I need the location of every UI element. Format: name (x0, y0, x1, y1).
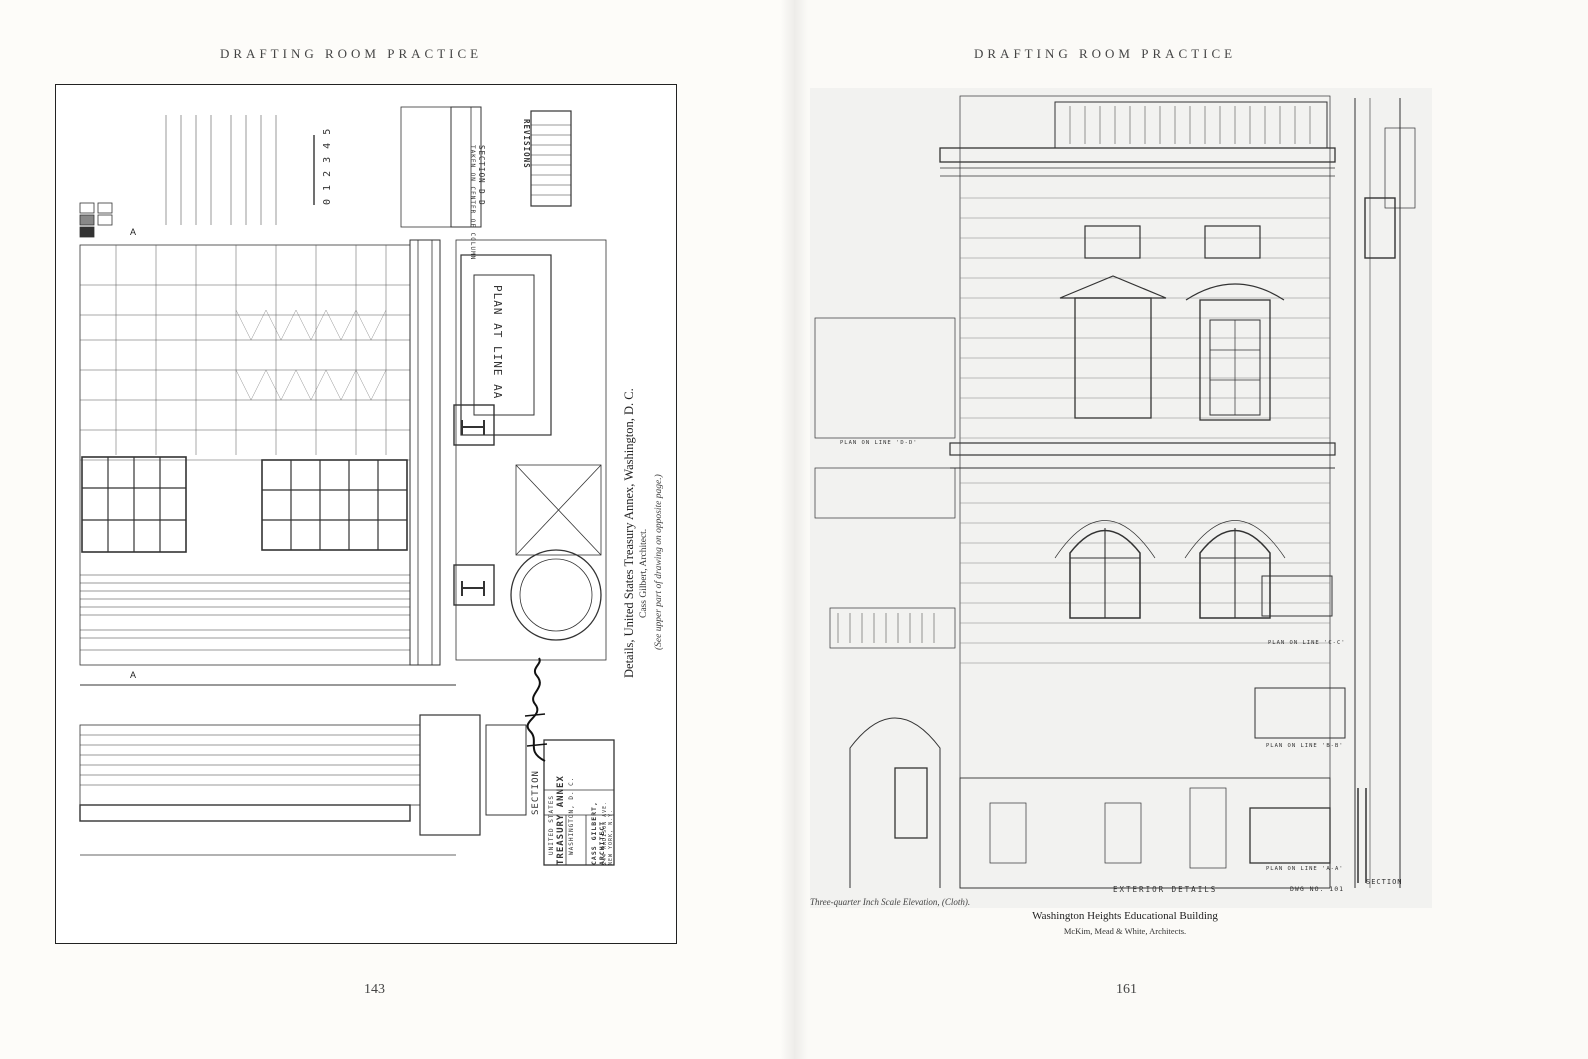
drawing-number: DWG NO. 101 (1290, 885, 1345, 893)
exterior-details-label: EXTERIOR DETAILS (1113, 885, 1218, 894)
left-page-number: 143 (364, 982, 385, 997)
plan-aa-label: PLAN ON LINE 'A-A' (1266, 866, 1344, 872)
right-running-head: DRAFTING ROOM PRACTICE (974, 46, 1237, 61)
section-dd-sublabel: TAKEN ON CENTER OF COLUMN (469, 145, 476, 261)
left-caption-note: (See upper part of drawing on opposite p… (654, 474, 664, 650)
svg-text:A: A (130, 670, 136, 680)
title-block-line-3: WASHINGTON, D. C. (568, 776, 575, 855)
right-page: DRAFTING ROOM PRACTICE (794, 0, 1588, 1059)
left-page: DRAFTING ROOM PRACTICE (55, 46, 677, 997)
treasury-annex-drawing: A A SECTION D-D TAKEN ON CENTER OF COLUM… (55, 84, 677, 944)
plan-label: PLAN AT LINE AA (491, 285, 504, 400)
plan-cc-label: PLAN ON LINE 'C-C' (1268, 640, 1346, 646)
right-caption-scale-note: Three-quarter Inch Scale Elevation, (Clo… (810, 897, 971, 907)
right-caption-architect: McKim, Mead & White, Architects. (1063, 926, 1187, 936)
section-dd-label: SECTION D-D (477, 145, 486, 206)
architect-signature (524, 657, 548, 762)
plan-bb-label: PLAN ON LINE 'B-B' (1266, 743, 1344, 749)
title-block-line-1: UNITED STATES (548, 795, 555, 855)
revisions-label: REVISIONS (522, 119, 531, 169)
scale-numbers: 0 1 2 3 4 5 (322, 127, 333, 205)
washington-heights-drawing-lines (814, 95, 1416, 889)
title-block-line-2: TREASURY ANNEX (556, 775, 566, 865)
right-page-number: 161 (1116, 982, 1137, 997)
treasury-annex-drawing-lines: A A (79, 106, 615, 866)
left-caption: Details, United States Treasury Annex, W… (622, 388, 664, 690)
section-label-right: SECTION (1366, 878, 1403, 886)
washington-heights-drawing: EXTERIOR DETAILS SECTION DWG NO. 101 PLA… (810, 88, 1432, 908)
book-gutter (780, 0, 808, 1059)
left-running-head: DRAFTING ROOM PRACTICE (220, 46, 483, 61)
section-label: SECTION (531, 770, 541, 815)
svg-text:A: A (130, 227, 136, 237)
title-block-line-5: 244 MADISON AVE. NEW YORK, N.Y. (602, 800, 614, 865)
left-caption-title: Details, United States Treasury Annex, W… (622, 388, 636, 678)
right-caption-title: Washington Heights Educational Building (1032, 910, 1218, 922)
left-caption-architect: Cass Gilbert, Architect. (639, 528, 649, 618)
plan-dd-label: PLAN ON LINE 'D-D' (840, 440, 918, 446)
